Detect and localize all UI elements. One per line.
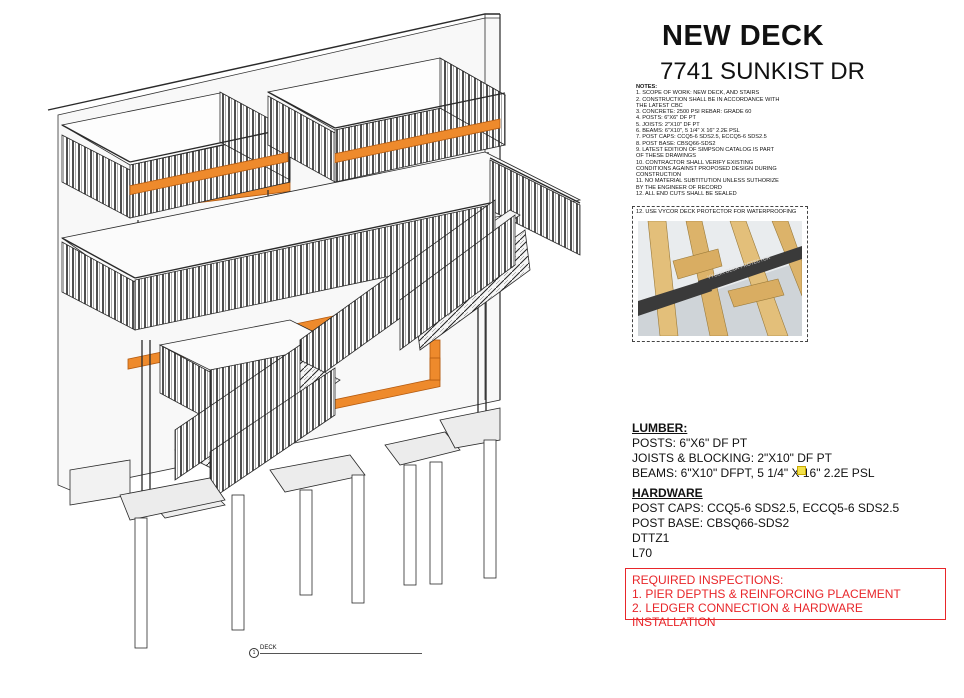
photo-caption: 12. USE VYCOR DECK PROTECTOR FOR WATERPR… bbox=[636, 209, 797, 215]
lumber-section: LUMBER: POSTS: 6"X6" DF PT JOISTS & BLOC… bbox=[632, 421, 875, 481]
revision-marker bbox=[797, 466, 806, 475]
lumber-heading: LUMBER: bbox=[632, 421, 688, 435]
note-line: 10. CONTRACTOR SHALL VERIFY EXISTING bbox=[636, 159, 754, 166]
required-inspections-box: REQUIRED INSPECTIONS: 1. PIER DEPTHS & R… bbox=[625, 568, 946, 629]
lumber-item: BEAMS: 6"X10" DFPT, 5 1/4" X 16" 2.2E PS… bbox=[632, 466, 875, 480]
hardware-heading: HARDWARE bbox=[632, 486, 703, 500]
inspections-heading: REQUIRED INSPECTIONS: bbox=[632, 573, 784, 587]
drawing-number: 1 bbox=[249, 648, 259, 658]
note-line: 2. CONSTRUCTION SHALL BE IN ACCORDANCE W… bbox=[636, 96, 780, 103]
drawing-name: DECK bbox=[260, 645, 277, 651]
deck-isometric-drawing bbox=[47, 13, 582, 649]
project-address: 7741 SUNKIST DR bbox=[660, 58, 865, 85]
note-line: BY THE ENGINEER OF RECORD bbox=[636, 184, 722, 191]
note-line: 9. LATEST EDITION OF SIMPSON CATALOG IS … bbox=[636, 146, 775, 153]
lumber-item: JOISTS & BLOCKING: 2"X10" DF PT bbox=[632, 451, 832, 465]
piers bbox=[134, 439, 497, 649]
hardware-item: POST CAPS: CCQ5-6 SDS2.5, ECCQ5-6 SDS2.5 bbox=[632, 501, 900, 515]
note-line: CONSTRUCTION bbox=[636, 172, 682, 179]
note-line: 8. POST BASE: CBSQ66-SDS2 bbox=[636, 140, 716, 147]
inspection-item: 1. PIER DEPTHS & REINFORCING PLACEMENT bbox=[632, 587, 901, 601]
hardware-item: L70 bbox=[632, 546, 653, 560]
page-title: NEW DECK bbox=[662, 20, 824, 52]
hardware-section: HARDWARE POST CAPS: CCQ5-6 SDS2.5, ECCQ5… bbox=[632, 486, 899, 561]
lumber-item: POSTS: 6"X6" DF PT bbox=[632, 436, 748, 450]
note-line: 12. ALL END CUTS SHALL BE SEALED bbox=[636, 191, 737, 198]
lower-stair-run bbox=[149, 344, 341, 519]
note-line: 5. JOISTS: 2"X10" DF PT bbox=[636, 121, 700, 128]
note-line: THE LATEST CBC bbox=[636, 102, 683, 109]
note-line: 3. CONCRETE: 2500 PSI REBAR: GRADE 60 bbox=[636, 109, 752, 116]
hardware-item: POST BASE: CBSQ66-SDS2 bbox=[632, 516, 790, 530]
upper-stair-run bbox=[299, 199, 531, 391]
drawing-label-underline bbox=[260, 653, 422, 654]
note-line: 1. SCOPE OF WORK: NEW DECK, AND STAIRS bbox=[636, 90, 760, 97]
note-line: CONDITIONS AGAINST PROPOSED DESIGN DURIN… bbox=[636, 165, 777, 172]
footings bbox=[69, 407, 501, 521]
notes-heading: NOTES: bbox=[636, 84, 658, 90]
hardware-item: DTTZ1 bbox=[632, 531, 670, 545]
drawing-label: 1 DECK bbox=[249, 643, 424, 658]
deck-protector-photo: VYCOR DECK PROTECTOR bbox=[638, 221, 802, 336]
inspection-item: 2. LEDGER CONNECTION & HARDWARE INSTALLA… bbox=[632, 601, 863, 629]
note-line: 11. NO MATERIAL SUBTITUTION UNLESS SUTHO… bbox=[636, 178, 779, 185]
note-line: OF THESE DRAWINGS bbox=[636, 153, 696, 160]
waterproofing-detail: 12. USE VYCOR DECK PROTECTOR FOR WATERPR… bbox=[632, 206, 808, 342]
note-line: 7. POST CAPS: CCQ5-6 SDS2.5, ECCQ5-6 SDS… bbox=[636, 134, 767, 141]
general-notes: NOTES: 1. SCOPE OF WORK: NEW DECK, AND S… bbox=[636, 84, 816, 197]
note-line: 6. BEAMS: 6"X10", 5 1/4" X 16" 2.2E PSL bbox=[636, 128, 740, 135]
note-line: 4. POSTS: 6"X6" DF PT bbox=[636, 115, 696, 122]
